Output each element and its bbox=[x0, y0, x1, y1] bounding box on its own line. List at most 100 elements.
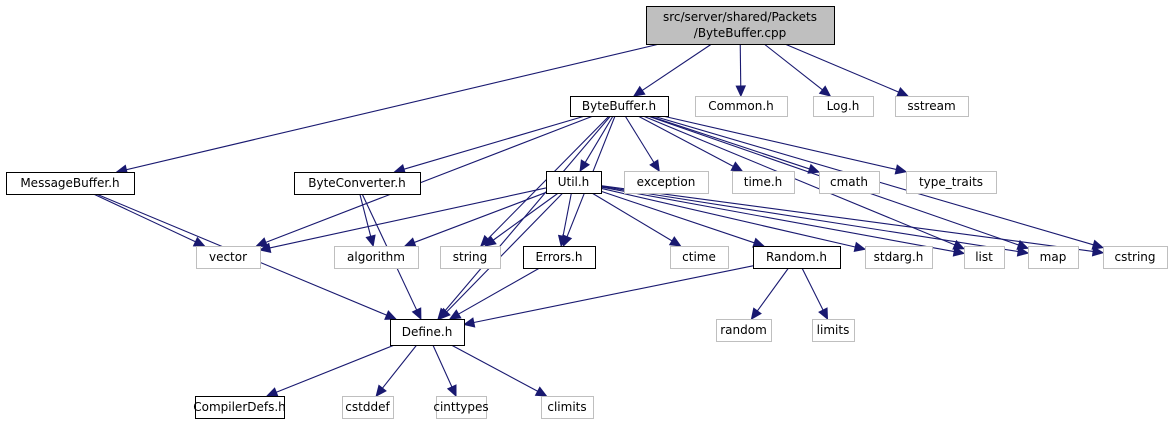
edge-util-h-to-cstring bbox=[600, 185, 1105, 257]
edge-line bbox=[739, 43, 742, 87]
node-label: vector bbox=[209, 250, 247, 264]
arrowhead-icon bbox=[403, 237, 417, 248]
arrowhead-icon bbox=[484, 235, 497, 247]
node-label: src/server/shared/Packets bbox=[663, 10, 817, 24]
node-box bbox=[1028, 246, 1079, 269]
edge-line bbox=[446, 192, 564, 313]
node-messagebuffer-h[interactable]: MessageBuffer.h bbox=[6, 172, 135, 195]
node-byteconverter-h[interactable]: ByteConverter.h bbox=[294, 172, 421, 195]
arrowhead-icon bbox=[1091, 246, 1105, 257]
node-box bbox=[813, 96, 874, 117]
node-label: ctime bbox=[682, 250, 716, 264]
edge-line bbox=[649, 115, 810, 170]
edge-util-h-to-map bbox=[600, 185, 1030, 257]
edge-util-h-to-random-h bbox=[600, 190, 765, 248]
edge-bytebuffer-h-to-util-h bbox=[579, 115, 614, 173]
edge-line bbox=[382, 344, 418, 389]
edge-define-h-to-climits bbox=[451, 344, 548, 397]
edge-line bbox=[473, 265, 754, 324]
edge-line bbox=[600, 187, 856, 248]
node-box bbox=[6, 172, 135, 195]
arrowhead-icon bbox=[446, 384, 457, 398]
node-sstream: sstream bbox=[895, 96, 969, 117]
edge-line bbox=[93, 193, 196, 243]
edge-line bbox=[492, 192, 559, 241]
node-box bbox=[670, 246, 729, 269]
node-define-h[interactable]: Define.h bbox=[390, 319, 465, 346]
node-errors-h[interactable]: Errors.h bbox=[523, 246, 596, 269]
arrowhead-icon bbox=[649, 159, 660, 173]
node-label: CompilerDefs.h bbox=[193, 400, 286, 414]
nodes-layer: src/server/shared/Packets/ByteBuffer.cpp… bbox=[6, 6, 1168, 419]
edge-line bbox=[756, 267, 789, 312]
edge-util-h-to-errors-h bbox=[557, 192, 572, 248]
node-limits: limits bbox=[812, 319, 855, 342]
arrowhead-icon bbox=[579, 159, 591, 173]
arrowhead-icon bbox=[952, 239, 966, 250]
node-ctime: ctime bbox=[670, 246, 729, 269]
arrowhead-icon bbox=[438, 307, 451, 320]
node-root[interactable]: src/server/shared/Packets/ByteBuffer.cpp bbox=[646, 6, 835, 45]
edge-util-h-to-stdarg-h bbox=[600, 187, 867, 253]
edge-line bbox=[600, 185, 1019, 253]
edge-line bbox=[432, 344, 453, 388]
arrowhead-icon bbox=[557, 234, 569, 248]
arrowhead-icon bbox=[752, 237, 765, 248]
arrowhead-icon bbox=[448, 309, 462, 320]
edge-bytebuffer-h-to-type-traits bbox=[662, 115, 908, 175]
edge-bytebuffer-h-to-cmath bbox=[649, 115, 821, 174]
node-box bbox=[819, 171, 880, 194]
node-box bbox=[541, 396, 594, 419]
node-label: ByteBuffer.h bbox=[582, 99, 656, 113]
edge-line bbox=[458, 267, 540, 315]
arrowhead-icon bbox=[853, 241, 867, 253]
node-box bbox=[440, 246, 501, 269]
node-label: exception bbox=[637, 175, 696, 189]
node-label: /ByteBuffer.cpp bbox=[694, 26, 786, 40]
edge-line bbox=[600, 185, 1094, 252]
arrowhead-icon bbox=[818, 307, 829, 321]
edge-line bbox=[269, 187, 547, 249]
edge-line bbox=[126, 43, 660, 171]
arrowhead-icon bbox=[730, 161, 744, 172]
edge-line bbox=[444, 115, 611, 312]
node-util-h[interactable]: Util.h bbox=[546, 171, 602, 194]
node-label: limits bbox=[817, 323, 850, 337]
node-type-traits: type_traits bbox=[906, 171, 997, 194]
node-label: cinttypes bbox=[433, 400, 488, 414]
node-box bbox=[812, 319, 855, 342]
node-random-h[interactable]: Random.h bbox=[753, 246, 841, 269]
node-time-h: time.h bbox=[732, 171, 795, 194]
node-label: Log.h bbox=[827, 99, 860, 113]
arrowhead-icon bbox=[375, 384, 387, 397]
node-compilerdefs-h[interactable]: CompilerDefs.h bbox=[193, 396, 286, 419]
node-list: list bbox=[964, 246, 1005, 269]
node-box bbox=[294, 172, 421, 195]
node-box bbox=[546, 171, 602, 194]
edge-line bbox=[276, 344, 395, 393]
arrowhead-icon bbox=[807, 163, 821, 174]
edge-errors-h-to-define-h bbox=[448, 267, 540, 320]
node-box bbox=[716, 319, 772, 342]
node-box bbox=[865, 246, 933, 269]
node-box bbox=[436, 396, 487, 419]
node-label: type_traits bbox=[919, 175, 983, 189]
arrowhead-icon bbox=[462, 317, 476, 328]
node-algorithm: algorithm bbox=[334, 246, 419, 269]
edge-random-h-to-limits bbox=[801, 267, 829, 321]
node-map: map bbox=[1028, 246, 1079, 269]
node-box bbox=[646, 6, 835, 45]
node-box bbox=[342, 396, 394, 419]
edge-random-h-to-random bbox=[750, 267, 789, 320]
arrowhead-icon bbox=[1016, 239, 1030, 250]
node-box bbox=[195, 396, 285, 419]
node-cstring: cstring bbox=[1103, 246, 1168, 269]
edge-util-h-to-define-h bbox=[438, 192, 564, 320]
node-box bbox=[895, 96, 969, 117]
edge-byteconverter-h-to-algorithm bbox=[359, 193, 376, 248]
arrowhead-icon bbox=[258, 242, 272, 253]
edge-define-h-to-cstddef bbox=[375, 344, 418, 397]
node-random: random bbox=[716, 319, 772, 342]
node-bytebuffer-h[interactable]: ByteBuffer.h bbox=[570, 96, 669, 117]
node-box bbox=[523, 246, 596, 269]
